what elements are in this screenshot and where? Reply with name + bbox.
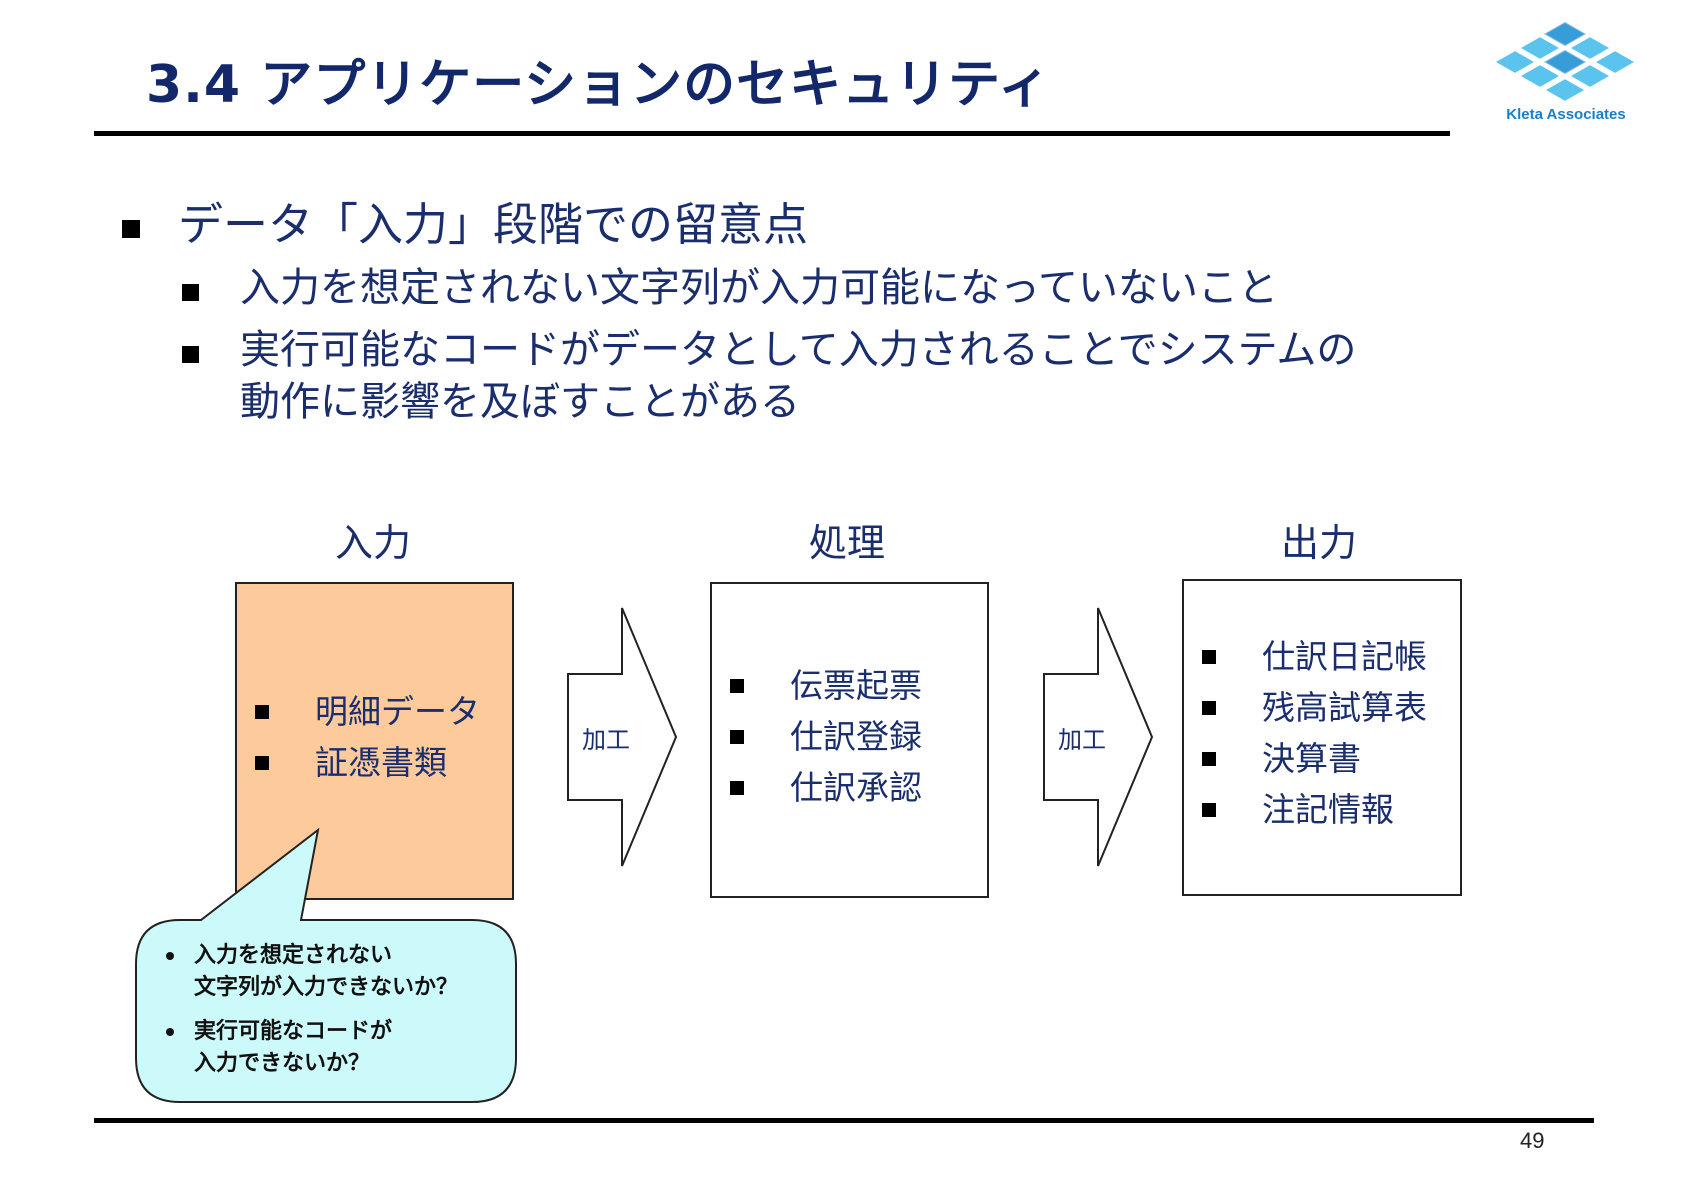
callout-bubble xyxy=(135,828,517,1103)
footer-divider xyxy=(94,1118,1594,1123)
callout-text: 入力を想定されない 文字列が入力できないか？ 実行可能なコードが 入力できないか… xyxy=(160,940,458,1092)
list-item: 仕訳登録 xyxy=(712,711,987,762)
process-box: 伝票起票 仕訳登録 仕訳承認 xyxy=(710,582,989,898)
bullet-square-icon xyxy=(1202,650,1216,664)
list-item: 残高試算表 xyxy=(1184,682,1460,733)
output-box: 仕訳日記帳 残高試算表 決算書 注記情報 xyxy=(1182,579,1462,896)
page-number: 49 xyxy=(1520,1128,1545,1153)
bullet-square-icon xyxy=(1202,701,1216,715)
logo-text: Kleta Associates xyxy=(1506,106,1626,123)
title-divider xyxy=(94,131,1450,136)
process-arrow-2-icon xyxy=(1043,607,1154,867)
bullet-dot-icon xyxy=(166,952,174,960)
arrow-label-1: 加工 xyxy=(582,726,630,754)
heading-input: 入力 xyxy=(334,521,411,565)
bullet-square-icon xyxy=(255,705,269,719)
heading-output: 出力 xyxy=(1280,521,1357,565)
list-item: 仕訳承認 xyxy=(712,762,987,813)
input-box: 明細データ 証憑書類 xyxy=(235,582,514,900)
heading-process: 処理 xyxy=(808,521,885,565)
callout-item: 入力を想定されない 文字列が入力できないか？ xyxy=(160,940,458,1004)
bullet-square-icon xyxy=(1202,752,1216,766)
bullet-main: データ「入力」段階での留意点 xyxy=(118,196,1538,254)
list-item: 伝票起票 xyxy=(712,660,987,711)
bullet-square-icon xyxy=(730,730,744,744)
bullet-square-icon xyxy=(182,346,199,363)
list-item: 決算書 xyxy=(1184,733,1460,784)
bullet-square-icon xyxy=(182,284,199,301)
bullet-square-icon xyxy=(730,679,744,693)
kleta-logo-icon xyxy=(1491,20,1639,104)
arrow-label-2: 加工 xyxy=(1058,726,1106,754)
bullet-square-icon xyxy=(255,756,269,770)
bullet-sub-2: 実行可能なコードがデータとして入力されることでシステムの 動作に影響を及ぼすこと… xyxy=(118,324,1538,428)
bullet-sub-1: 入力を想定されない文字列が入力可能になっていないこと xyxy=(118,262,1538,314)
process-arrow-1-icon xyxy=(567,607,678,867)
page-title: 3.4 アプリケーションのセキュリティ xyxy=(146,55,1052,115)
bullet-square-icon xyxy=(1202,803,1216,817)
list-item: 注記情報 xyxy=(1184,784,1460,835)
list-item: 仕訳日記帳 xyxy=(1184,631,1460,682)
bullet-list: データ「入力」段階での留意点 入力を想定されない文字列が入力可能になっていないこ… xyxy=(118,196,1538,438)
list-item: 明細データ xyxy=(237,686,512,737)
bullet-dot-icon xyxy=(166,1028,174,1036)
callout-item: 実行可能なコードが 入力できないか？ xyxy=(160,1016,458,1080)
list-item: 証憑書類 xyxy=(237,737,512,788)
bullet-square-icon xyxy=(122,220,140,238)
bullet-square-icon xyxy=(730,781,744,795)
